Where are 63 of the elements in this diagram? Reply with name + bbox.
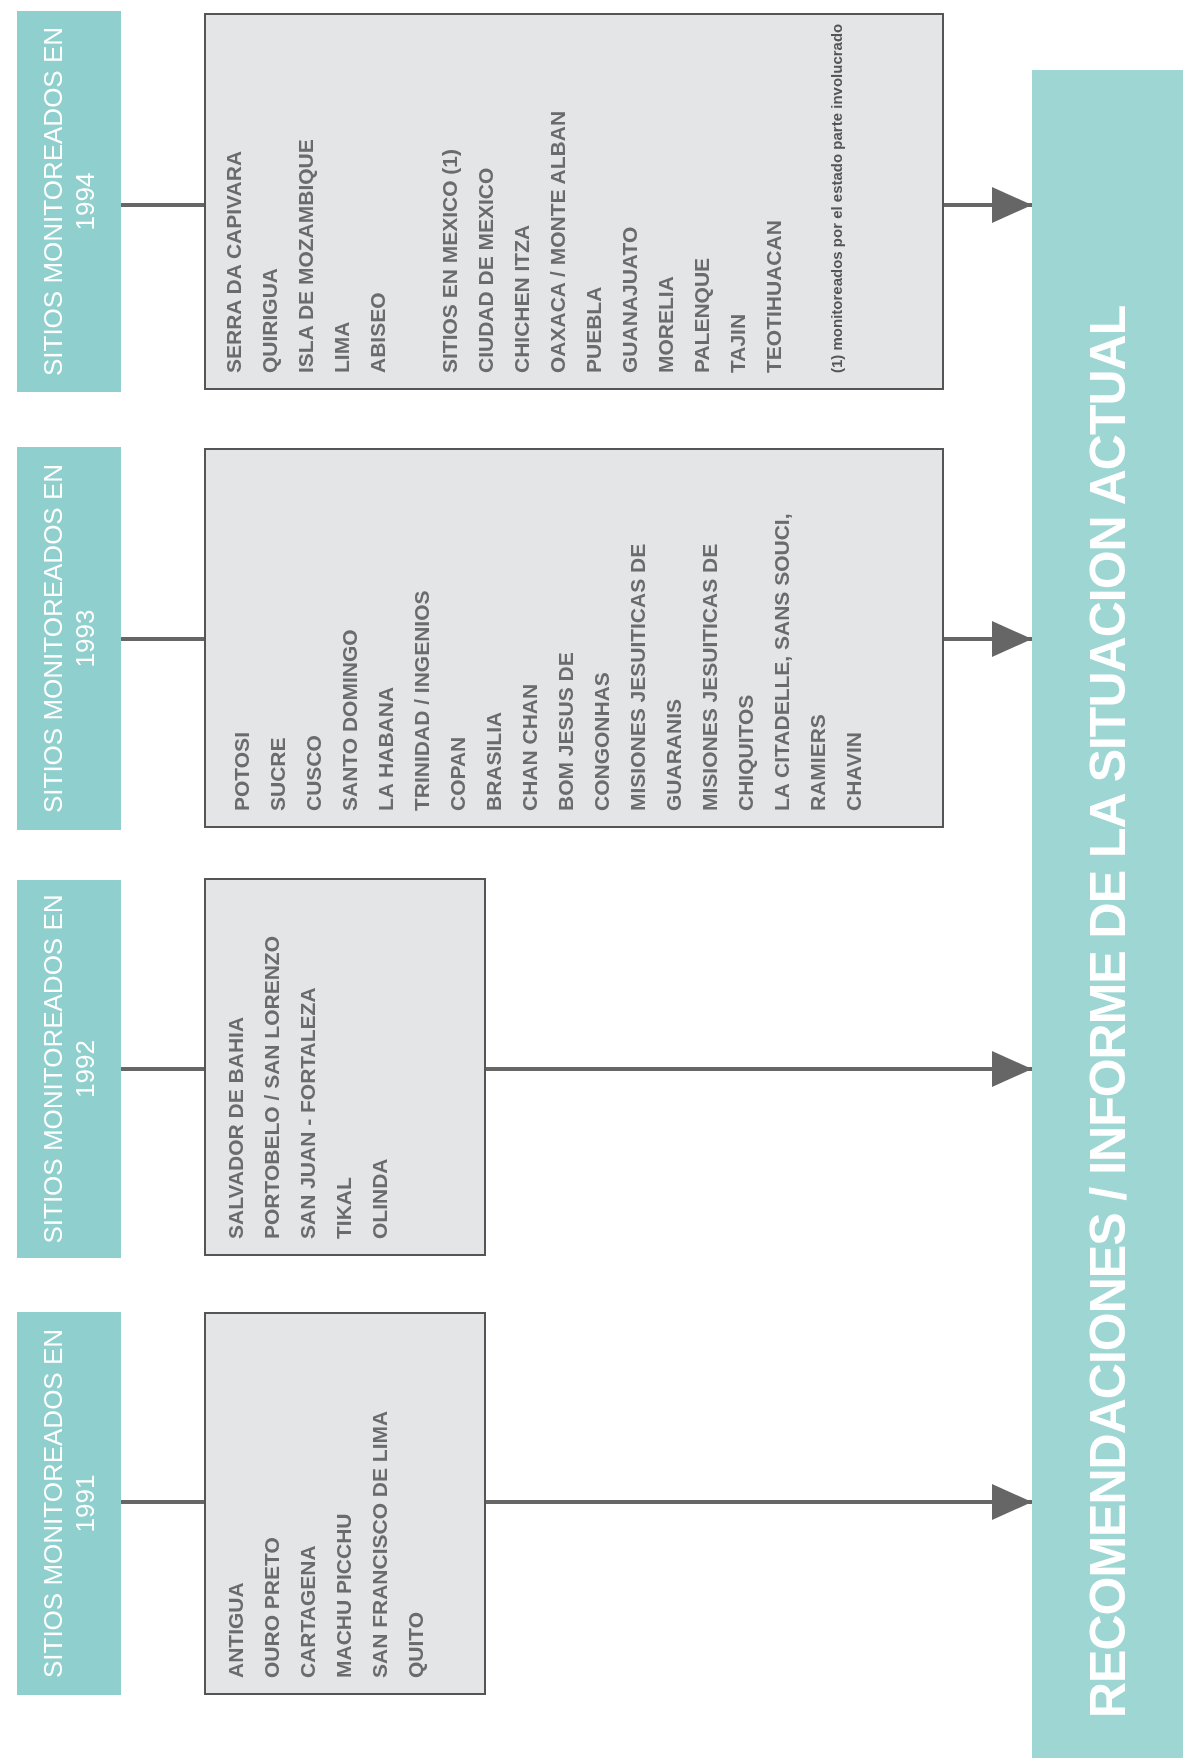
- site-name: SITIOS EN MEXICO (1): [437, 148, 462, 373]
- result-band: [1032, 70, 1183, 1758]
- footnote: (1) monitoreados por el estado parte involucrado: [828, 23, 846, 373]
- site-name: CHICHEN ITZA: [509, 224, 534, 373]
- site-name: BRASILIA: [481, 711, 506, 811]
- arrow: [944, 187, 1032, 223]
- site-list-box: [204, 878, 486, 1256]
- site-name: CIUDAD DE MEXICO: [473, 167, 498, 373]
- site-list-box: [204, 1312, 486, 1695]
- site-name: SALVADOR DE BAHIA: [223, 1016, 248, 1239]
- band-title: RECOMENDACIONES / INFORME DE LA SITUACION ACTUAL: [1079, 305, 1136, 1718]
- site-name: QUITO: [403, 1611, 428, 1678]
- site-name: BOM JESUS DE CONGONHAS: [553, 651, 614, 811]
- connector-line: [121, 1067, 204, 1071]
- site-name: COPAN: [445, 736, 470, 811]
- year-header: [17, 1312, 121, 1695]
- site-name: QUIRIGUA: [257, 268, 282, 373]
- header-text: SITIOS MONITOREADOS EN 1993: [37, 462, 101, 816]
- site-name: PALENQUE: [689, 257, 714, 373]
- site-name: TIKAL: [331, 1177, 356, 1239]
- site-name: LA HABANA: [373, 686, 398, 811]
- site-name: OURO PRETO: [259, 1537, 284, 1678]
- site-name: CHAVIN: [841, 732, 866, 811]
- year-header: [17, 11, 121, 392]
- site-name: ISLA DE MOZAMBIQUE: [293, 139, 318, 373]
- header-text: SITIOS MONITOREADOS EN 1992: [37, 893, 101, 1246]
- site-name: CARTAGENA: [295, 1545, 320, 1678]
- site-name: SAN FRANCISCO DE LIMA: [367, 1410, 392, 1678]
- connector-line: [121, 203, 204, 207]
- site-name: MISIONES JESUITICAS DE GUARANIS: [625, 542, 686, 811]
- site-name: SAN JUAN - FORTALEZA: [295, 987, 320, 1239]
- site-name: GUANAJUATO: [617, 226, 642, 373]
- site-name: MACHU PICCHU: [331, 1513, 356, 1678]
- site-name: MORELIA: [653, 276, 678, 373]
- site-name: LA CITADELLE, SANS SOUCI, RAMIERS: [769, 512, 830, 811]
- site-name: MISIONES JESUITICAS DE CHIQUITOS: [697, 542, 758, 811]
- connector-line: [121, 1500, 204, 1504]
- connector-line: [121, 637, 204, 641]
- arrow: [486, 1484, 1032, 1520]
- site-name: ABISEO: [365, 292, 390, 373]
- site-name: LIMA: [329, 321, 354, 373]
- site-name: PUEBLA: [581, 286, 606, 373]
- site-list-box: [204, 13, 944, 390]
- year-header: [17, 880, 121, 1258]
- header-text: SITIOS MONITOREADOS EN 1994: [37, 25, 101, 379]
- site-name: TRINIDAD / INGENIOS: [409, 590, 434, 811]
- header-text: SITIOS MONITOREADOS EN 1991: [37, 1327, 101, 1681]
- site-name: CHAN CHAN: [517, 683, 542, 811]
- site-name: SERRA DA CAPIVARA: [221, 150, 246, 373]
- site-name: TAJIN: [725, 313, 750, 373]
- site-name: SANTO DOMINGO: [337, 629, 362, 811]
- site-name: PORTOBELO / SAN LORENZO: [259, 936, 284, 1239]
- arrow: [944, 621, 1032, 657]
- site-name: ANTIGUA: [223, 1582, 248, 1678]
- site-name: TEOTIHUACAN: [761, 220, 786, 373]
- site-list-box: [204, 448, 944, 828]
- site-name: OLINDA: [367, 1158, 392, 1239]
- site-name: OAXACA / MONTE ALBAN: [545, 110, 570, 373]
- year-header: [17, 447, 121, 830]
- arrow: [486, 1051, 1032, 1087]
- site-name: SUCRE: [265, 737, 290, 811]
- site-name: CUSCO: [301, 735, 326, 811]
- site-name: POTOSI: [229, 732, 254, 811]
